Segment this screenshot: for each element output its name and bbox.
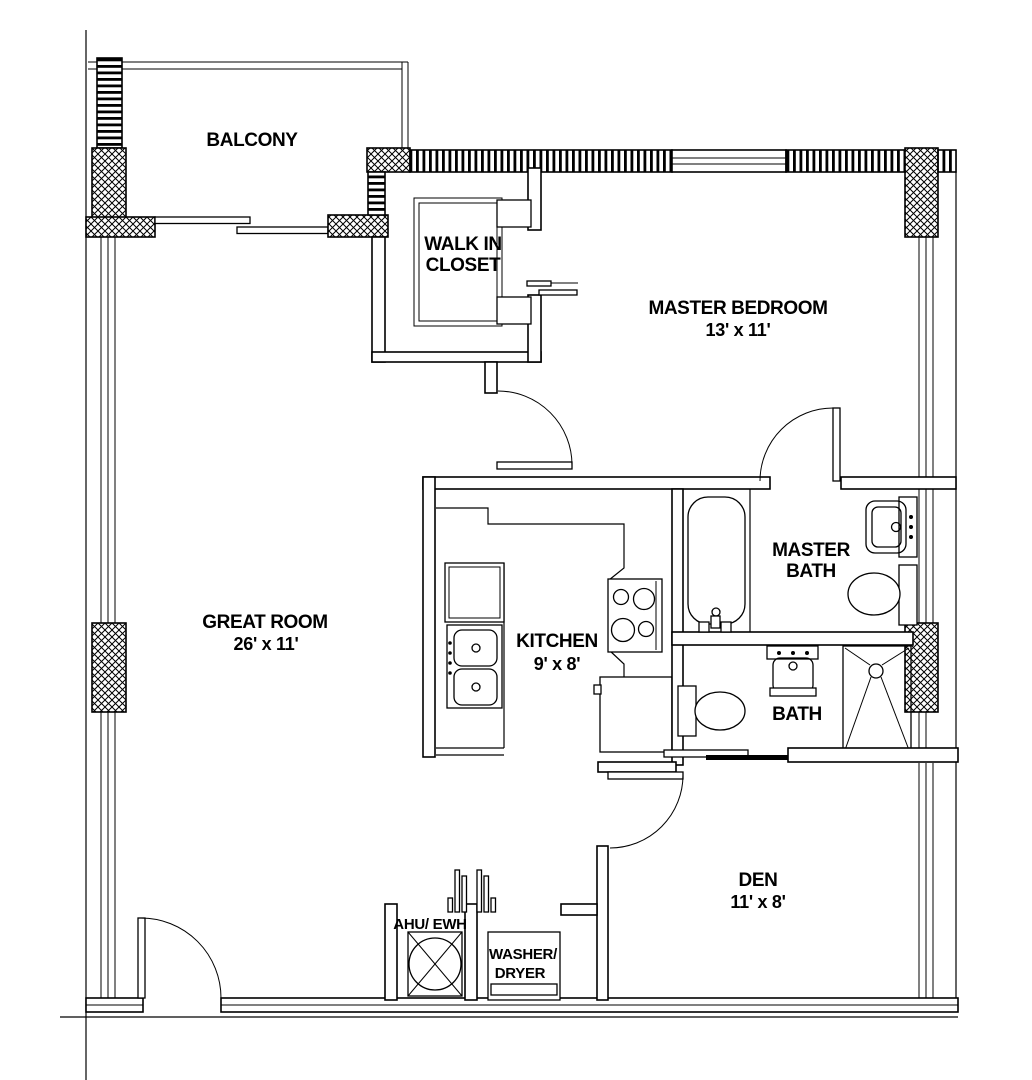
closet-south-wall (371, 351, 542, 363)
washer-dryer-label-line1: WASHER/ (489, 946, 558, 963)
entry-door-swing-arc (140, 917, 222, 999)
bedroom-door (484, 361, 573, 470)
kitchen-label: KITCHEN (516, 631, 598, 652)
washer-dryer-unit (487, 931, 561, 1001)
south-wall (85, 997, 959, 1013)
bathtub (687, 489, 751, 633)
den-door-swing-arc (609, 774, 684, 849)
bath-label: BATH (772, 704, 822, 725)
closet-west-wall (371, 236, 386, 363)
closet-shelves (413, 197, 532, 327)
master-bath-door (759, 407, 841, 482)
plumbing-risers (447, 869, 497, 913)
den-label: DEN (739, 870, 778, 891)
washer-dryer-label-line2: DRYER (495, 965, 546, 982)
ahu-unit (407, 931, 463, 997)
bedroom-window (671, 149, 787, 173)
northeast-column (904, 147, 939, 238)
master-bedroom-dimensions: 13' x 11' (706, 320, 771, 340)
den-door-leaf (607, 771, 684, 780)
balcony-door-wall (85, 214, 389, 238)
laundry-mechanical (384, 869, 598, 1001)
bath (663, 645, 959, 763)
west-window-wall (91, 237, 127, 998)
closet-door-hardware (526, 280, 578, 296)
master-bath-north-wall (840, 476, 957, 490)
north-wall (366, 147, 957, 238)
master-bath-west-wall (671, 488, 684, 766)
great-room-label: GREAT ROOM (202, 612, 327, 633)
balcony-wall-hatch (96, 57, 123, 149)
walk-in-closet-label-line2: CLOSET (426, 255, 501, 276)
kitchen-dimensions: 9' x 8' (534, 654, 581, 674)
kitchen-double-sink (446, 624, 503, 709)
oven (593, 676, 673, 753)
entry-door-leaf (137, 917, 146, 999)
refrigerator (444, 562, 505, 623)
master-bath-label-line2: BATH (786, 561, 836, 582)
pocket-door (663, 749, 788, 760)
balcony-column (91, 147, 127, 219)
den-dimensions: 11' x 8' (730, 892, 785, 912)
walk-in-closet (367, 167, 578, 363)
master-bath-label-line1: MASTER (772, 540, 851, 561)
master-toilet (847, 564, 918, 626)
vanity-sink (865, 496, 918, 558)
pedestal-sink (766, 645, 819, 697)
bedroom-door-jamb (484, 361, 498, 394)
north-wall-corner-column (366, 147, 411, 173)
den-west-wall (596, 845, 609, 1001)
laundry-west-wall (384, 903, 398, 1001)
west-column (91, 622, 127, 713)
den (596, 761, 684, 1001)
kitchen (422, 476, 771, 758)
kitchen-counter-edge (436, 507, 625, 677)
room-labels: BALCONY WALK IN CLOSET MASTER BEDROOM 13… (202, 130, 851, 982)
bedroom-door-swing-arc (497, 390, 573, 466)
master-bath-south-wall (671, 631, 914, 646)
walk-in-closet-label-line1: WALK IN (424, 234, 501, 255)
laundry-mid-wall (464, 903, 478, 1001)
closet-west-wall-hatch (367, 171, 386, 216)
bath-toilet (677, 685, 746, 737)
laundry-east-stub-wall (560, 903, 598, 916)
master-bath (671, 407, 957, 766)
kitchen-west-wall (422, 476, 436, 758)
bedroom-door-leaf (496, 461, 573, 470)
master-bath-door-leaf (832, 407, 841, 482)
range (607, 578, 663, 653)
ahu-ewh-label: AHU/ EWH (393, 916, 466, 933)
bath-south-wall (787, 747, 959, 763)
master-bedroom-label: MASTER BEDROOM (648, 298, 827, 319)
entry-door (137, 917, 222, 999)
den-door (607, 771, 684, 849)
master-bath-door-swing-arc (759, 407, 834, 482)
den-north-wall (597, 761, 677, 773)
balcony-label: BALCONY (206, 130, 298, 151)
kitchen-north-wall (422, 476, 771, 490)
great-room-dimensions: 26' x 11' (234, 634, 299, 654)
balcony-parapet (88, 57, 409, 219)
